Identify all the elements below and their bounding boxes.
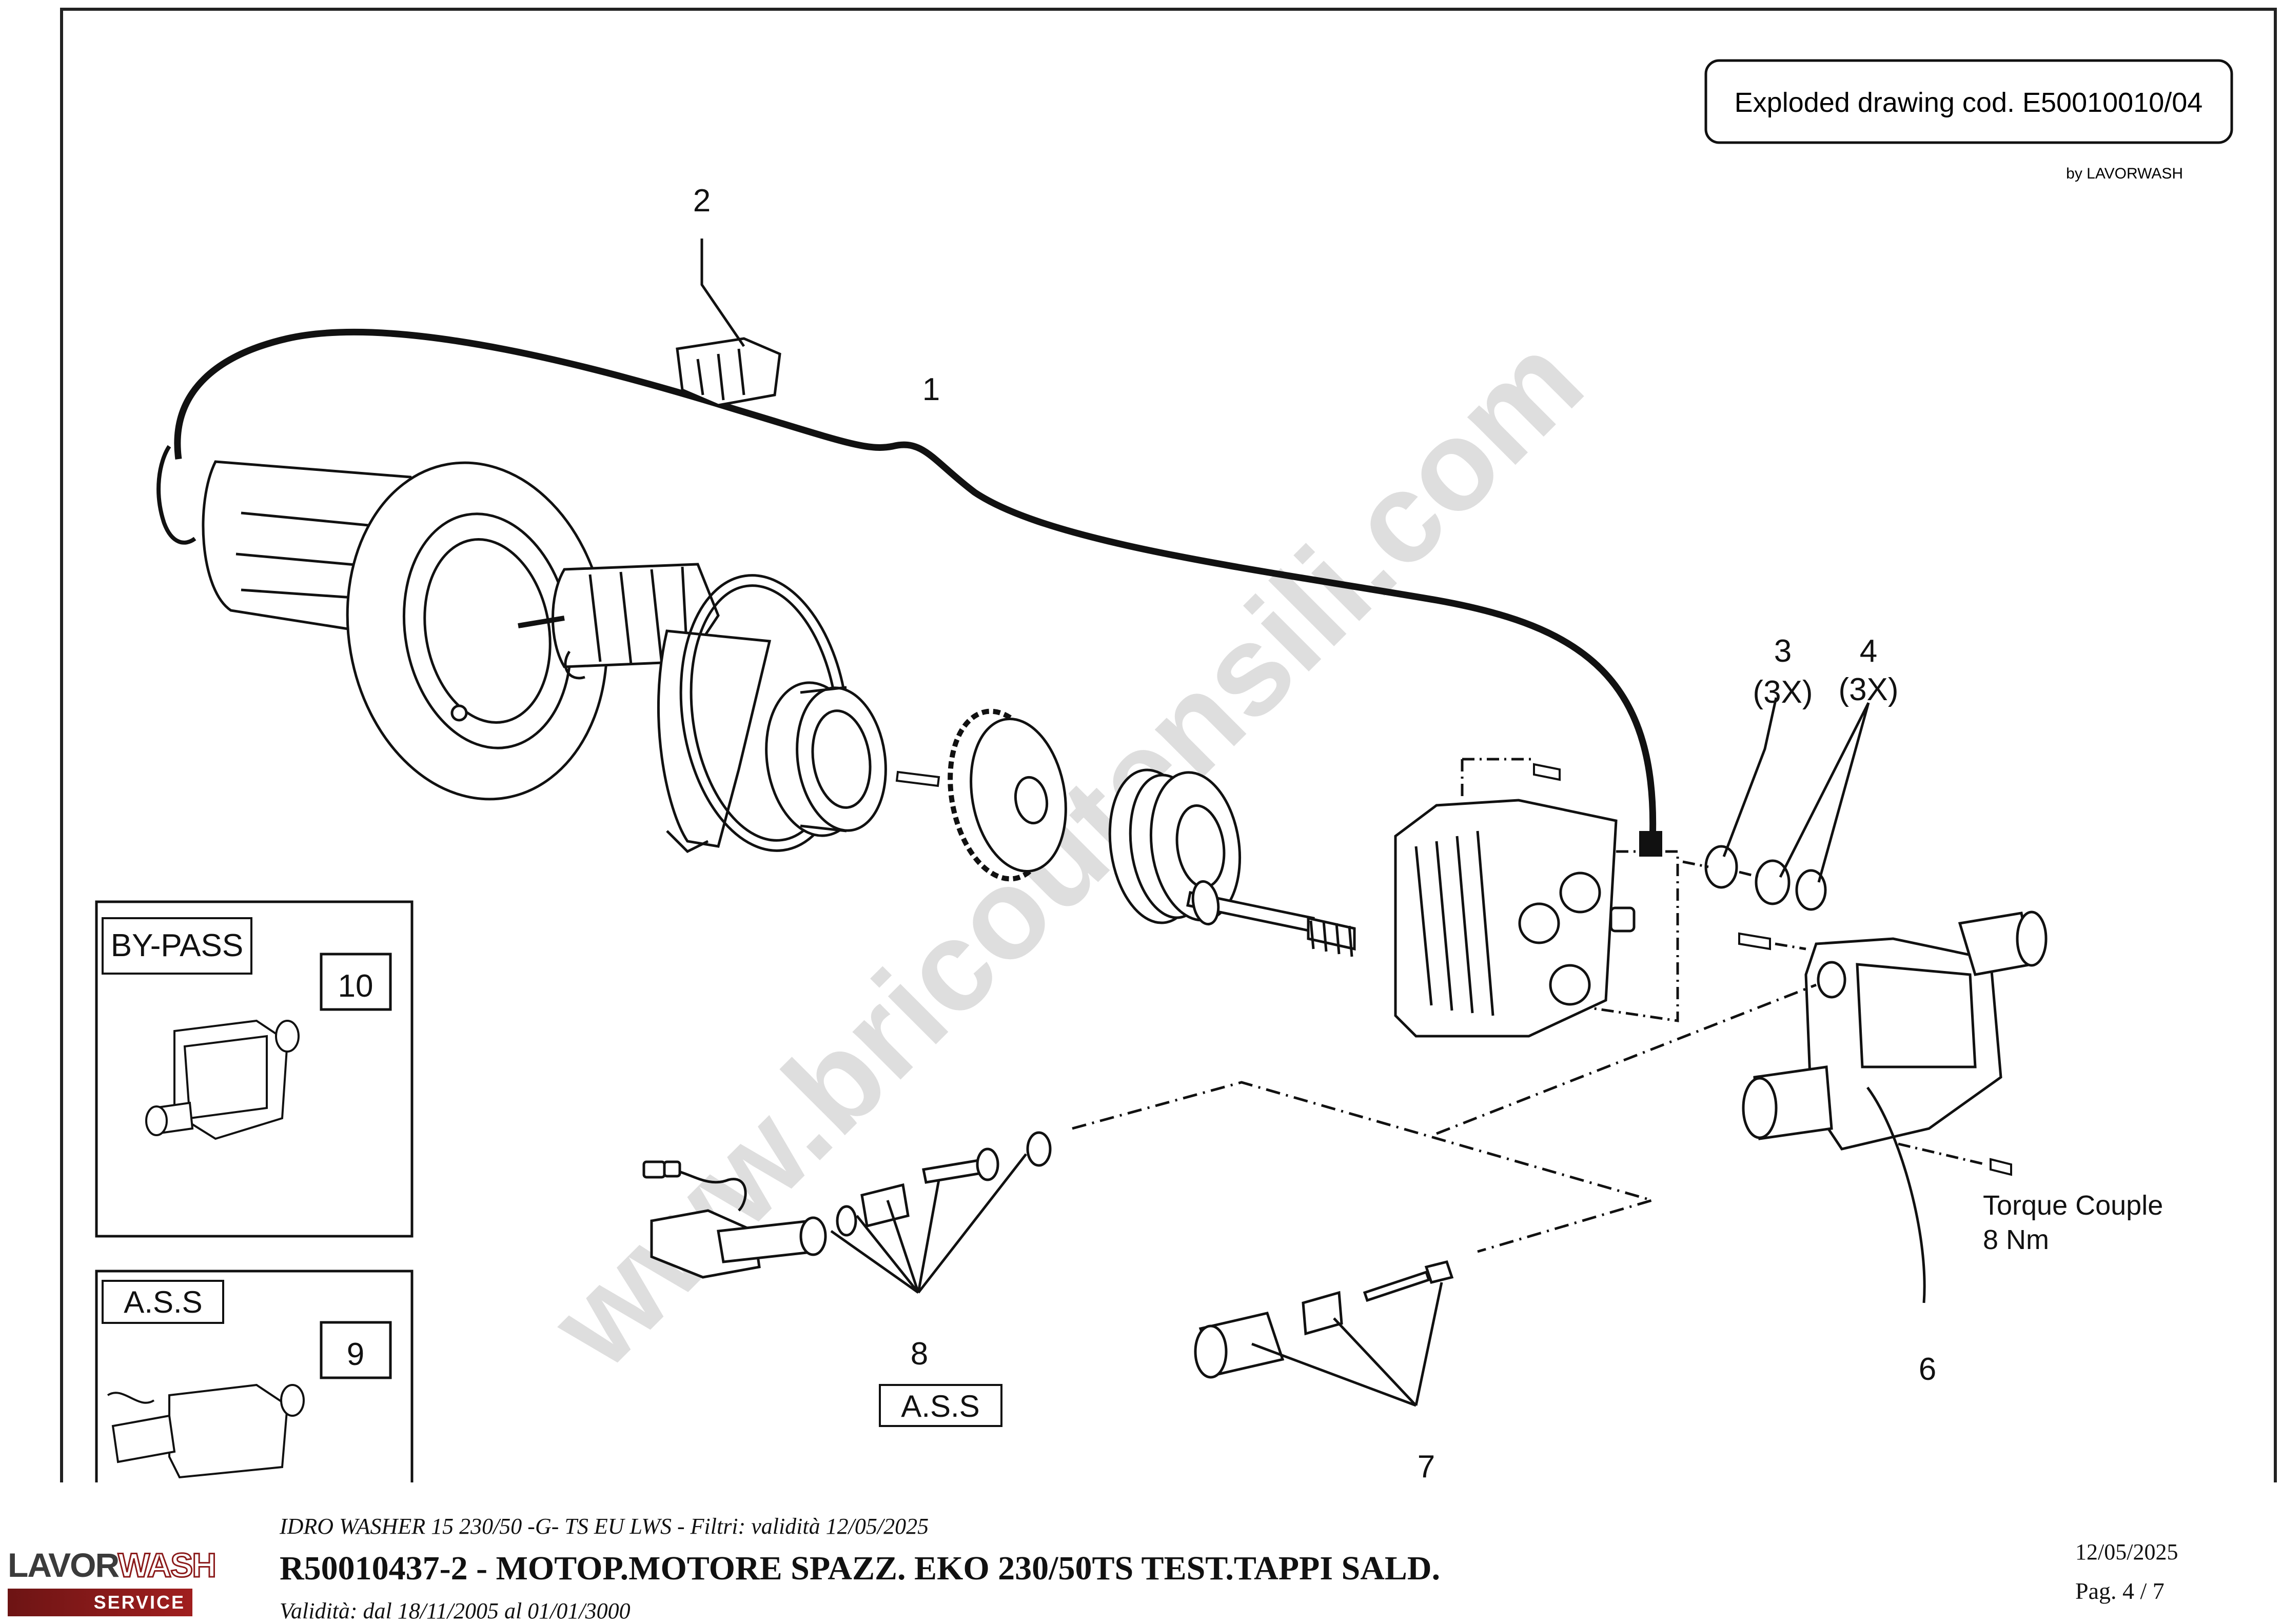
- callout-10-box: [320, 953, 392, 1011]
- ass-dashed-guide: [1072, 983, 1817, 1253]
- drawing-code-box: [1704, 59, 2233, 144]
- callout-8: 8: [911, 1336, 928, 1372]
- bypass-label: BY-PASS: [111, 928, 243, 963]
- logo-wordmark: LAVORWASH: [8, 1546, 217, 1585]
- callout-2: 2: [693, 183, 711, 219]
- pump-head: [1394, 799, 1636, 1038]
- logo-service-bar: SERVICE: [8, 1589, 192, 1616]
- manifold-dashed-guide: [1775, 942, 1986, 1166]
- motor-flange: [657, 574, 850, 854]
- motor-housing: [202, 460, 608, 801]
- plunger: [1186, 880, 1356, 957]
- drawing-border: [60, 8, 2277, 1482]
- callout-9: 9: [347, 1337, 364, 1372]
- head-screw: [1533, 763, 1561, 781]
- callout-4-qty: (3X): [1838, 672, 1898, 707]
- page-footer: [0, 1488, 2282, 1621]
- drawing-code-text: Exploded drawing cod. E50010010/04: [1735, 87, 2203, 118]
- callout-6: 6: [1919, 1352, 1936, 1387]
- exploded-drawing: www.bricoutensili.com Exploded drawing c…: [60, 8, 2277, 1484]
- callout-3: 3: [1774, 633, 1792, 669]
- switch-component: [676, 337, 781, 407]
- part7-components: [1194, 1260, 1454, 1379]
- cable-plug: [156, 445, 196, 545]
- callout-4: 4: [1860, 633, 1877, 669]
- footer-title: R50010437-2 - MOTOP.MOTORE SPAZZ. EKO 23…: [280, 1550, 1441, 1587]
- footer-page-number: Pag. 4 / 7: [2075, 1578, 2165, 1604]
- callout-9-box: [320, 1321, 392, 1379]
- callout-10: 10: [338, 968, 373, 1004]
- ass-panel-label: A.S.S: [124, 1285, 202, 1319]
- callout-7: 7: [1418, 1449, 1435, 1484]
- ass-center-label: A.S.S: [901, 1389, 979, 1423]
- callout-1: 1: [922, 372, 940, 407]
- bearing: [765, 681, 887, 837]
- gear: [948, 708, 1067, 882]
- pin: [895, 770, 940, 787]
- head-dashed-guide: [1461, 758, 1679, 1022]
- footer-date: 12/05/2025: [2075, 1539, 2178, 1564]
- manifold-screw-top: [1738, 932, 1771, 950]
- callout-3-qty: (3X): [1753, 675, 1813, 710]
- outlet-manifold: [1742, 910, 2048, 1151]
- credit-text: by LAVORWASH: [2066, 165, 2183, 182]
- footer-subtitle: IDRO WASHER 15 230/50 -G- TS EU LWS - Fi…: [280, 1514, 929, 1539]
- footer-validity: Validità: dal 18/11/2005 al 01/01/3000: [280, 1598, 631, 1623]
- ass-components: [642, 1131, 1052, 1279]
- power-cable: [174, 328, 1657, 852]
- manifold-screw-bottom: [1990, 1158, 2012, 1176]
- lavorwash-logo: LAVORWASH SERVICE: [8, 1546, 217, 1618]
- torque-label-line2: 8 Nm: [1983, 1224, 2049, 1255]
- valve-dashed-guide: [1682, 860, 1760, 879]
- torque-label-line1: Torque Couple: [1983, 1190, 2163, 1221]
- piston-seals: [1108, 768, 1242, 924]
- ass-center-box: [879, 1384, 1002, 1427]
